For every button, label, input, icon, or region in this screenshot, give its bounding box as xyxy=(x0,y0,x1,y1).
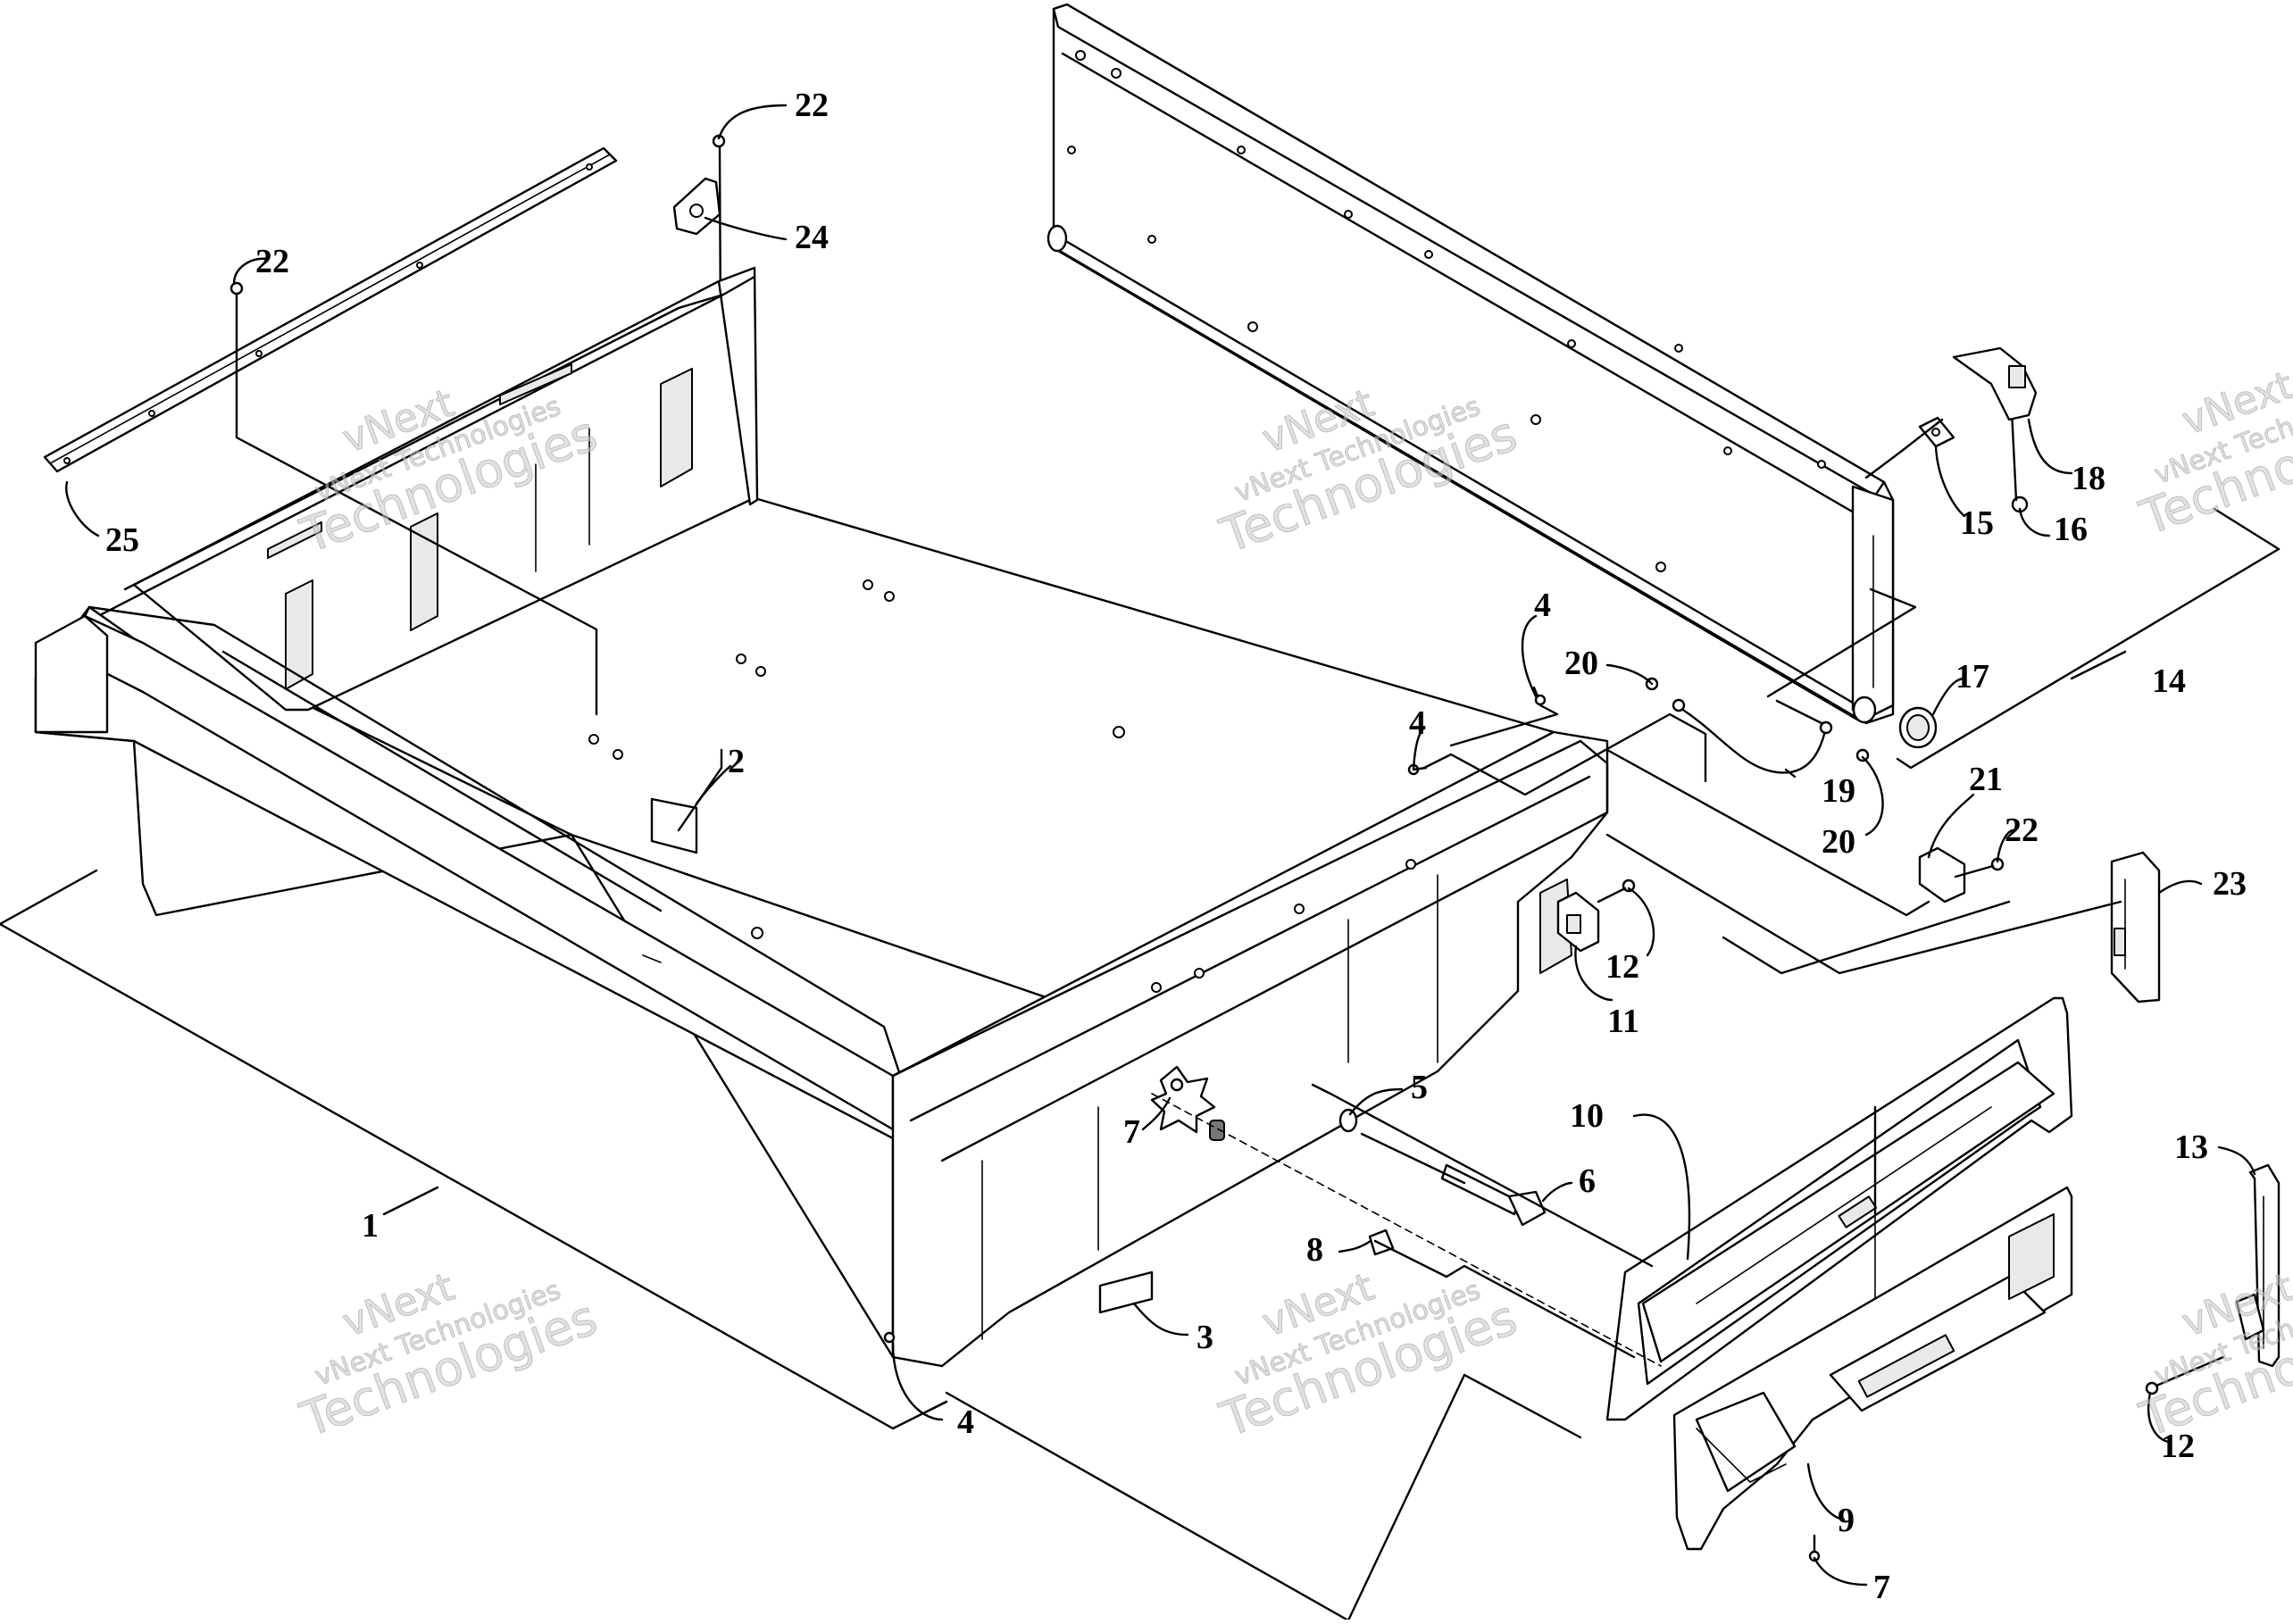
part-25-strip xyxy=(43,146,618,473)
callout-24: 24 xyxy=(795,219,829,256)
callout-9: 9 xyxy=(1838,1502,1855,1539)
callout-7: 7 xyxy=(1873,1569,1890,1606)
callout-25: 25 xyxy=(105,521,139,559)
part-2-decal xyxy=(650,797,698,854)
callout-21: 21 xyxy=(1969,761,2003,798)
part-19-cable xyxy=(1672,698,1833,774)
part-10-outer-panel xyxy=(1605,996,2073,1421)
part-11-hinge xyxy=(1556,891,1600,953)
watermark-group-3: vNext vNext Technologies Technologies xyxy=(2132,362,2293,546)
callout-4: 4 xyxy=(1534,587,1551,624)
part-9-inner-panel xyxy=(1672,1186,2073,1551)
part-15-plate xyxy=(1918,416,1955,448)
callout-11: 11 xyxy=(1607,1003,1639,1040)
part-13-side-bracket xyxy=(2235,1163,2280,1368)
part-22-screw-left xyxy=(229,281,244,359)
callout-4: 4 xyxy=(1409,704,1426,742)
leader-lines xyxy=(0,104,2280,1622)
part-18-latch xyxy=(1952,346,2038,421)
callout-19: 19 xyxy=(1822,772,1855,810)
part-12-screw-bottom xyxy=(2145,1355,2225,1395)
callout-8: 8 xyxy=(1306,1231,1323,1269)
callout-3: 3 xyxy=(1197,1319,1213,1356)
part-23-corner-cap xyxy=(2110,851,2161,1004)
callout-12: 12 xyxy=(2161,1428,2195,1465)
callout-18: 18 xyxy=(2072,460,2105,497)
callout-6: 6 xyxy=(1579,1162,1596,1200)
callout-12: 12 xyxy=(1605,948,1639,986)
part-7-clip-box xyxy=(1150,1065,1225,1141)
callout-15: 15 xyxy=(1960,504,1994,542)
watermark-group-4: vNext vNext Technologies Technologies xyxy=(293,1263,605,1448)
part-22-screw-right xyxy=(1954,857,2005,879)
part-4-screw-c xyxy=(883,1331,896,1344)
callout-22: 22 xyxy=(2005,812,2039,849)
part-1-cargo-box xyxy=(34,266,1609,1368)
callout-1: 1 xyxy=(362,1207,379,1245)
part-8-clip xyxy=(1368,1228,1395,1256)
callout-13: 13 xyxy=(2174,1128,2208,1166)
callout-2: 2 xyxy=(728,743,745,780)
callout-20: 20 xyxy=(1822,823,1855,861)
part-14-tailgate xyxy=(1046,3,1895,725)
callout-23: 23 xyxy=(2213,865,2247,903)
part-21-striker xyxy=(1918,846,1966,904)
part-5-washer xyxy=(1338,1108,1358,1133)
callout-labels: 1 2 3 4 4 4 5 6 7 7 8 9 10 11 12 12 13 1… xyxy=(105,87,2247,1606)
callout-10: 10 xyxy=(1570,1097,1604,1135)
part-7-screw-bottom xyxy=(1808,1534,1821,1562)
part-12-screw-top xyxy=(1597,879,1636,904)
part-20-screw-b xyxy=(1855,748,1870,762)
callout-14: 14 xyxy=(2152,662,2186,700)
part-6-bolt xyxy=(1440,1163,1547,1227)
callout-5: 5 xyxy=(1411,1069,1428,1106)
part-17-cap xyxy=(1898,706,1938,749)
part-24-bracket xyxy=(672,177,721,236)
callout-16: 16 xyxy=(2054,511,2088,548)
part-3-decal xyxy=(1098,1270,1154,1314)
callout-7: 7 xyxy=(1123,1113,1140,1151)
callout-22: 22 xyxy=(255,243,289,280)
watermark-group-5: vNext vNext Technologies Technologies xyxy=(1213,1263,1524,1448)
callout-4: 4 xyxy=(957,1403,974,1441)
callout-17: 17 xyxy=(1955,658,1989,695)
callout-20: 20 xyxy=(1564,645,1598,682)
callout-22: 22 xyxy=(795,87,829,124)
